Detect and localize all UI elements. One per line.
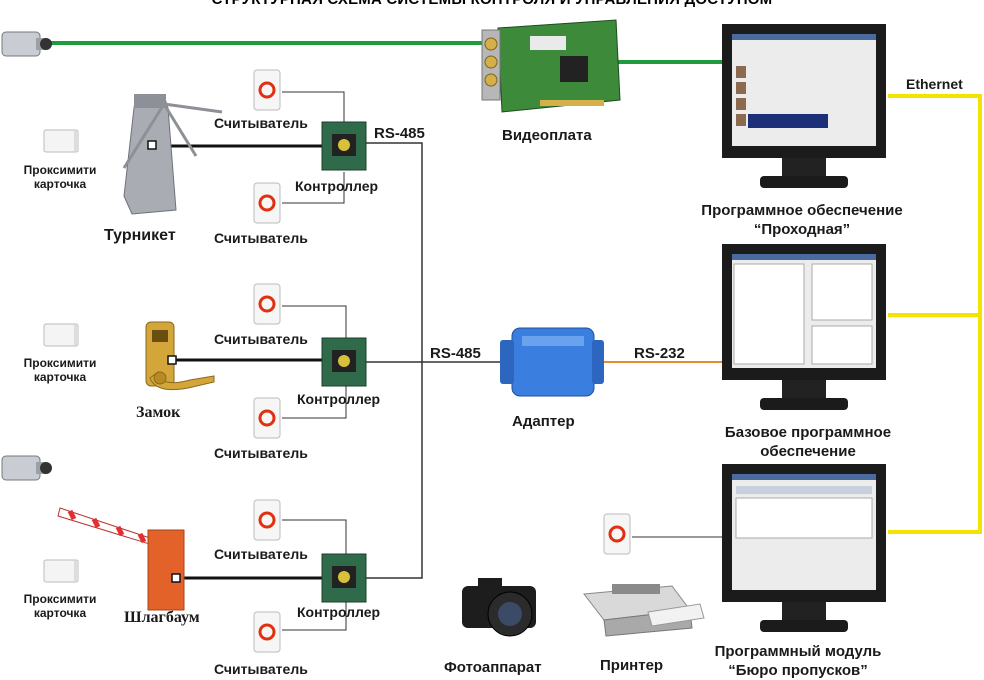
controller-label: Контроллер [297, 604, 381, 620]
ethernet-label: Ethernet [906, 76, 963, 92]
reader-label: Считыватель [214, 115, 308, 131]
reader-icon [253, 182, 281, 224]
pass-bureau-module-label: Программный модуль“Бюро пропусков” [714, 643, 882, 679]
photo-camera-label: Фотоаппарат [444, 659, 542, 676]
monitor-icon [722, 24, 886, 188]
controller-board-icon [321, 121, 367, 171]
controller-board-icon [321, 337, 367, 387]
video-card-label: Видеоплата [502, 127, 592, 144]
reader-icon [253, 611, 281, 653]
reader-icon [253, 69, 281, 111]
reader-label: Считыватель [214, 445, 308, 461]
reader-icon [253, 283, 281, 325]
video-card-icon [481, 19, 621, 113]
lock-label: Замок [136, 404, 181, 421]
printer-icon [583, 584, 705, 637]
reader-label: Считыватель [214, 230, 308, 246]
reader-label: Считыватель [214, 331, 308, 347]
reader-icon [603, 513, 631, 555]
rs485-label: RS-485 [374, 125, 425, 142]
controller-label: Контроллер [297, 391, 381, 407]
proximity-card-icon [43, 559, 79, 583]
printer-label: Принтер [600, 657, 664, 674]
rs485-bus [366, 142, 423, 579]
controller-label: Контроллер [295, 178, 379, 194]
reader-label: Считыватель [214, 661, 308, 677]
cctv-camera-icon [1, 31, 52, 57]
monitor-icon [722, 464, 886, 632]
adapter-label: Адаптер [512, 413, 575, 430]
reader-icon [253, 397, 281, 439]
proximity-card-icon [43, 129, 79, 153]
reader-label: Считыватель [214, 546, 308, 562]
adapter-icon [500, 327, 604, 397]
page-title: СТРУКТУРНАЯ СХЕМА СИСТЕМЫ КОНТРОЛЯ И УПР… [212, 0, 773, 8]
turnstile-icon [122, 94, 223, 215]
rs232-label: RS-232 [634, 345, 685, 362]
rs485-label: RS-485 [430, 345, 481, 362]
proximity-card-icon [43, 323, 79, 347]
barrier-label: Шлагбаум [124, 609, 200, 626]
monitor-icon [722, 244, 886, 410]
door-lock-icon [145, 321, 215, 391]
controller-board-icon [321, 553, 367, 603]
software-passage-label: Программное обеспечение“Проходная” [701, 202, 903, 238]
barrier-gate-icon [57, 507, 185, 611]
cctv-camera-icon [1, 455, 52, 481]
connection-lines [50, 41, 982, 631]
photo-camera-icon [462, 578, 536, 637]
reader-icon [253, 499, 281, 541]
turnstile-label: Турникет [104, 227, 176, 244]
